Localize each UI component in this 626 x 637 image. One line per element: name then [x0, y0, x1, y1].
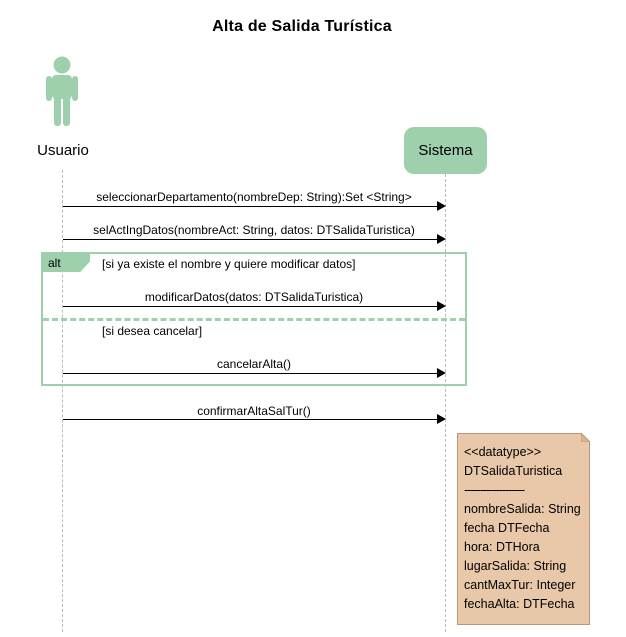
message-arrow [63, 306, 437, 307]
note-attr: fecha DTFecha [464, 521, 550, 535]
datatype-note: <<datatype>> DTSalidaTuristica -----------… [457, 433, 590, 625]
message-arrow [63, 206, 437, 207]
actor-usuario-label: Usuario [37, 142, 89, 159]
message-label: cancelarAlta() [216, 357, 292, 371]
note-fold-icon [581, 433, 590, 442]
message-label: seleccionarDepartamento(nombreDep: Strin… [96, 190, 412, 204]
arrowhead-icon [437, 301, 446, 311]
note-stereotype: <<datatype>> [464, 445, 542, 459]
guard-condition: [si ya existe el nombre y quiere modific… [102, 257, 356, 271]
arrowhead-icon [437, 414, 446, 424]
alt-fragment [41, 252, 467, 386]
message-arrow [63, 419, 437, 420]
actor-icon [46, 56, 78, 126]
participant-sistema-label: Sistema [418, 142, 473, 159]
arrowhead-icon [437, 234, 446, 244]
message-label: confirmarAltaSalTur() [197, 404, 311, 418]
note-attr: hora: DTHora [464, 540, 540, 554]
message-label: selActIngDatos(nombreAct: String, datos:… [93, 223, 415, 237]
diagram-title: Alta de Salida Turística [212, 18, 392, 35]
note-attr: cantMaxTur: Integer [464, 578, 576, 592]
alt-operand-divider [43, 318, 465, 321]
note-attr: fechaAlta: DTFecha [464, 597, 575, 611]
arrowhead-icon [437, 201, 446, 211]
participant-sistema: Sistema [404, 127, 487, 174]
message-arrow [63, 239, 437, 240]
note-attr: nombreSalida: String [464, 502, 581, 516]
usuario-lifeline [62, 170, 63, 632]
message-arrow [63, 373, 437, 374]
alt-fragment-tag: alt [42, 253, 90, 272]
message-label: modificarDatos(datos: DTSalidaTuristica) [144, 290, 364, 304]
note-text: <<datatype>> DTSalidaTuristica -----------… [458, 434, 589, 614]
guard-condition: [si desea cancelar] [102, 324, 203, 338]
note-separator: ------------------- [464, 483, 525, 497]
arrowhead-icon [437, 368, 446, 378]
note-name: DTSalidaTuristica [464, 464, 563, 478]
note-attr: lugarSalida: String [464, 559, 567, 573]
sistema-lifeline [445, 174, 446, 632]
alt-tag-label: alt [48, 255, 61, 270]
